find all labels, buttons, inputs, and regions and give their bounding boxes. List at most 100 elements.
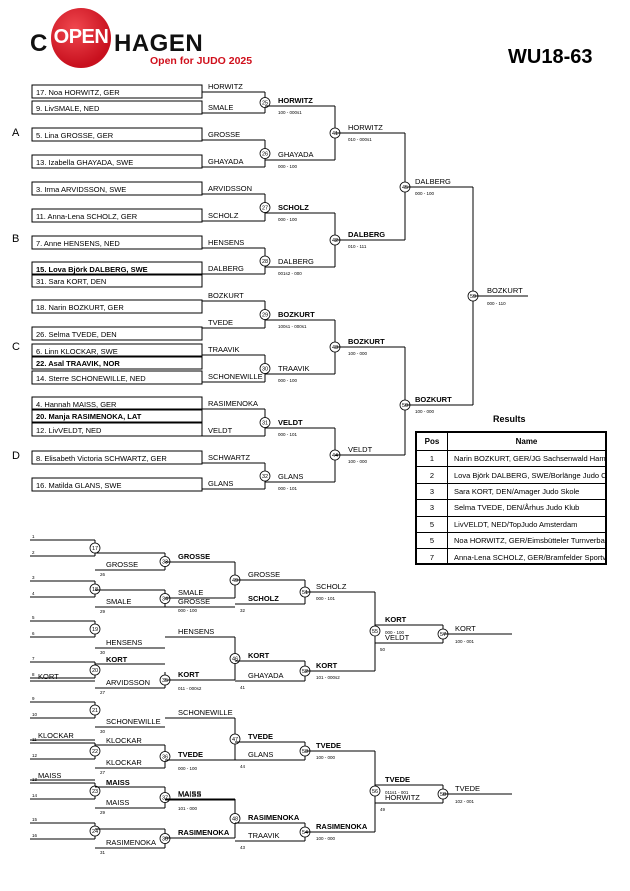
repechage-r4-top: KORT xyxy=(248,651,270,660)
r1-bottom: SCHOLZ xyxy=(208,211,239,220)
repechage-score: 011 - 000s2 xyxy=(178,686,202,691)
r1-bottom: SCHONEWILLE xyxy=(208,372,263,381)
repechage-score: 000 - 100 xyxy=(178,766,198,771)
repechage-r1-name: KORT xyxy=(106,655,128,664)
r1-top: TRAAVIK xyxy=(208,345,240,354)
repechage-seed: 15 xyxy=(32,817,38,822)
repechage-code: 44 xyxy=(240,764,246,769)
r2-score: 000 - 101 xyxy=(278,486,298,491)
match-number-circle xyxy=(259,470,271,482)
competitor-box xyxy=(31,326,203,341)
repechage-r2-name: RASIMENOKA xyxy=(178,828,230,837)
competitor-box xyxy=(31,154,203,169)
pool-label-d: D xyxy=(12,450,20,462)
r3-winner: HORWITZ xyxy=(348,123,383,132)
match-number: 28 xyxy=(262,259,268,265)
logo-subtitle: Open for JUDO 2025 xyxy=(150,55,253,67)
repechage-r5-top: TVEDE xyxy=(385,775,410,784)
results-name: Narin BOZKURT, GER/JG Sachsenwald Hambur… xyxy=(454,454,605,464)
competitor-box xyxy=(31,450,203,465)
repechage-r1-name: GROSSE xyxy=(106,560,138,569)
r2-winner: BOZKURT xyxy=(278,310,315,319)
r1-bottom: VELDT xyxy=(208,426,233,435)
repechage-score: 000 - 100 xyxy=(178,608,198,613)
match-number: 51 xyxy=(302,590,308,596)
match-number: 20 xyxy=(92,668,98,674)
repechage-seed: 12 xyxy=(32,753,38,758)
results-pos-header: Pos xyxy=(417,433,448,450)
repechage-r4-winner: KORT xyxy=(316,661,338,670)
results-name: Anna-Lena SCHOLZ, GER/Bramfelder Sportve… xyxy=(454,552,605,562)
competitor-box xyxy=(31,370,203,385)
repechage-r1-name: MAISS xyxy=(106,778,130,787)
results-table: Pos Name 1 Narin BOZKURT, GER/JG Sachsenw… xyxy=(415,431,607,565)
competitor-name: 26. Selma TVEDE, DEN xyxy=(36,330,117,339)
r1-bottom: GLANS xyxy=(208,479,233,488)
match-number-circle xyxy=(369,625,381,637)
repechage-code: 26 xyxy=(100,572,106,577)
r1-bottom: TVEDE xyxy=(208,318,233,327)
results-header-row: Pos Name xyxy=(417,433,605,451)
r2-score: 000 - 101 xyxy=(278,432,298,437)
competitor-name: 12. LivVELDT, NED xyxy=(36,426,102,435)
match-number-circle xyxy=(259,255,271,267)
match-number-circle xyxy=(159,751,171,762)
results-pos: 7 xyxy=(417,549,448,563)
results-row: 7 Anna-Lena SCHOLZ, GER/Bramfelder Sportv… xyxy=(417,549,605,563)
match-number: 41 xyxy=(332,131,338,137)
results-title: Results xyxy=(493,414,526,424)
r1-top: SCHWARTZ xyxy=(208,453,251,462)
competitor-box xyxy=(31,408,203,423)
repechage-seed: 7 xyxy=(32,656,35,661)
repechage-seed: 4 xyxy=(32,591,35,596)
r2-score: 100 - 000s1 xyxy=(278,110,302,115)
weight-category-title: WU18-63 xyxy=(508,46,593,68)
results-row: 1 Narin BOZKURT, GER/JG Sachsenwald Hambu… xyxy=(417,451,605,468)
repechage-score: 000 - 100 xyxy=(385,630,405,635)
repechage-seed: 2 xyxy=(32,550,35,555)
repechage-entry: KLOCKAR xyxy=(38,731,74,740)
match-number: 34 xyxy=(162,597,168,603)
logo-red-circle xyxy=(51,8,111,68)
match-number-circle xyxy=(89,745,101,757)
competitor-box xyxy=(31,273,203,288)
match-number: 53 xyxy=(302,749,308,755)
match-number: 30 xyxy=(262,367,268,373)
r1-bottom: DALBERG xyxy=(208,264,244,273)
match-number-circle xyxy=(89,583,101,595)
champion-name: BOZKURT xyxy=(487,286,523,295)
repechage-r1-name: HENSENS xyxy=(106,638,142,647)
repechage-seed: 16 xyxy=(32,833,38,838)
results-name-header: Name xyxy=(515,437,538,446)
results-name: LivVELDT, NED/TopJudo Amsterdam xyxy=(454,519,578,529)
repechage-entry: KORT xyxy=(38,672,59,681)
r1-top: GROSSE xyxy=(208,130,240,139)
competitor-name: 11. Anna-Lena SCHOLZ, GER xyxy=(36,212,138,221)
repechage-r1-name: KLOCKAR xyxy=(106,736,142,745)
r2-winner: GLANS xyxy=(278,472,303,481)
r2-score: 001s2 - 000 xyxy=(278,271,302,276)
competitor-box xyxy=(31,127,203,142)
competitor-name: 8. Elisabeth Victoria SCHWARTZ, GER xyxy=(36,454,167,463)
repechage-seed: 3 xyxy=(32,575,35,580)
repechage-code: 30 xyxy=(100,729,106,734)
repechage-seed: 10 xyxy=(32,712,38,717)
match-number-circle xyxy=(89,623,101,635)
repechage-code: 49 xyxy=(380,807,386,812)
repechage-code: 29 xyxy=(100,609,106,614)
semi-score: 000 - 100 xyxy=(415,191,435,196)
competitor-box xyxy=(31,208,203,223)
match-number: 54 xyxy=(302,830,308,836)
match-number: 47 xyxy=(232,737,238,743)
r1-top: HORWITZ xyxy=(208,82,243,91)
repechage-seed: 8 xyxy=(32,672,35,677)
results-pos: 1 xyxy=(417,451,448,467)
results-name: Selma TVEDE, DEN/Århus Judo Klub xyxy=(454,503,580,513)
competitor-box xyxy=(31,100,203,115)
r3-winner: BOZKURT xyxy=(348,337,385,346)
repechage-seed: 1 xyxy=(32,534,35,539)
match-number: 38 xyxy=(162,837,168,843)
